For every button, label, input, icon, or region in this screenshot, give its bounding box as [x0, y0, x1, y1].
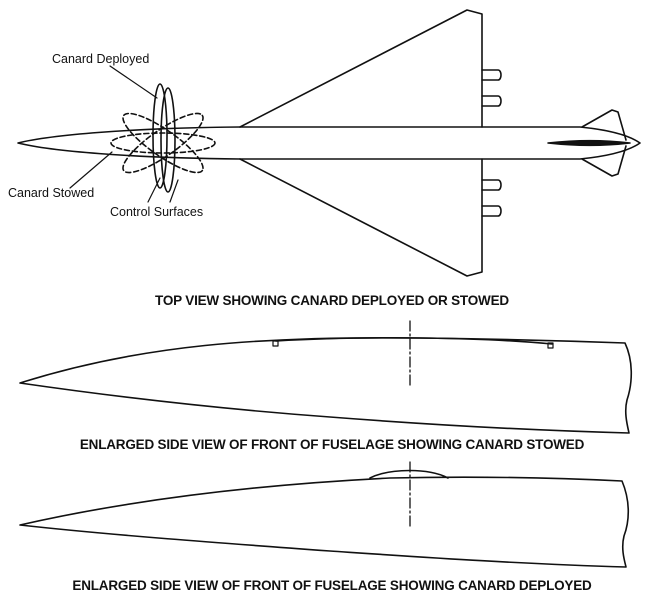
- engine-pod-lower-2: [481, 205, 502, 217]
- caption-side-view-deployed: ENLARGED SIDE VIEW OF FRONT OF FUSELAGE …: [72, 578, 592, 593]
- leader-control-surfaces-1: [147, 177, 161, 203]
- engine-pod-upper-2: [481, 95, 502, 107]
- stowed-canard-fairing: [275, 337, 553, 345]
- fuselage-side-stowed: [19, 336, 633, 434]
- engine-pod-upper-1: [481, 69, 502, 81]
- caption-side-view-stowed: ENLARGED SIDE VIEW OF FRONT OF FUSELAGE …: [79, 437, 585, 452]
- caption-top-view: TOP VIEW SHOWING CANARD DEPLOYED OR STOW…: [155, 293, 509, 308]
- label-control-surfaces: Control Surfaces: [110, 205, 203, 219]
- canard-deployed-ellipse-right: [160, 87, 176, 193]
- label-canard-deployed: Canard Deployed: [52, 52, 149, 66]
- tail-fin-upper: [581, 109, 627, 141]
- side-view-stowed: [19, 320, 633, 434]
- lower-wing: [239, 158, 483, 277]
- upper-wing: [239, 9, 483, 128]
- canard-stowed-ellipse: [110, 132, 216, 154]
- leader-canard-deployed: [109, 65, 158, 99]
- canard-deployed-ellipse-left: [152, 83, 168, 189]
- vertical-tail: [547, 139, 631, 147]
- top-view-aircraft: [17, 9, 641, 277]
- fuselage-outline: [17, 126, 641, 160]
- control-surface-ellipse-b: [122, 112, 204, 174]
- stowed-canard-hinge-right: [547, 342, 554, 349]
- label-canard-stowed: Canard Stowed: [8, 186, 94, 200]
- control-surface-ellipse-a: [122, 112, 204, 174]
- fuselage-side-deployed: [19, 476, 630, 568]
- tail-fin-lower: [581, 145, 627, 177]
- leader-canard-stowed: [69, 151, 113, 189]
- stowed-canard-hinge-left: [272, 340, 279, 347]
- leader-control-surfaces-2: [169, 179, 179, 203]
- side-view-deployed: [19, 461, 630, 568]
- engine-pod-lower-1: [481, 179, 502, 191]
